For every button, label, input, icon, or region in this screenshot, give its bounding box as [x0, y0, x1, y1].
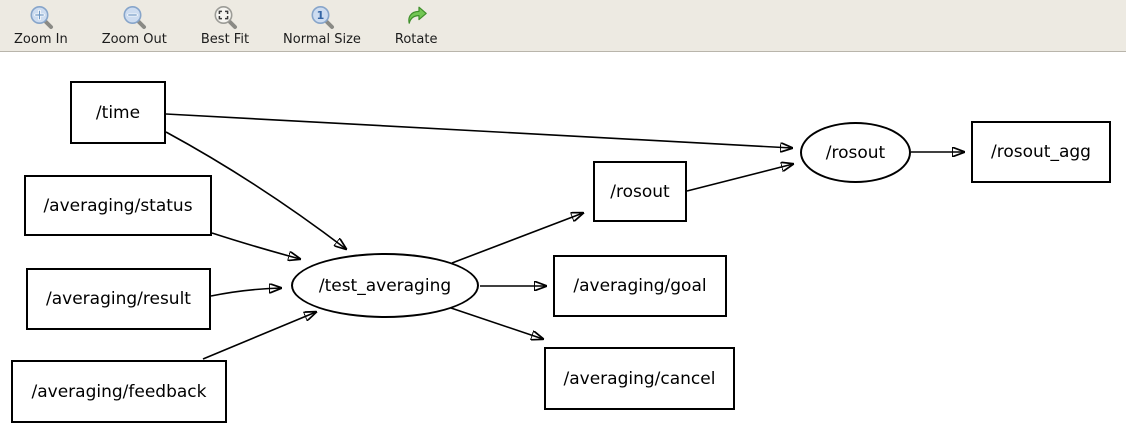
node-averaging-cancel[interactable]: /averaging/cancel: [544, 347, 735, 410]
node-averaging-result-label: /averaging/result: [46, 289, 191, 309]
edge-averaging-feedback-to-test-averaging: [202, 312, 316, 360]
node-rosout-node-label: /rosout: [825, 142, 886, 163]
rotate-label: Rotate: [394, 32, 438, 47]
node-averaging-goal-label: /averaging/goal: [573, 276, 707, 296]
edge-averaging-result-to-test-averaging: [210, 288, 281, 297]
zoom-in-label: Zoom In: [14, 32, 68, 47]
node-test-averaging-label: /test_averaging: [318, 275, 452, 296]
node-rosout-topic[interactable]: /rosout: [593, 161, 687, 222]
node-averaging-cancel-label: /averaging/cancel: [563, 368, 716, 389]
rotate-icon: [403, 3, 429, 31]
best-fit-button[interactable]: Best Fit: [191, 0, 259, 49]
zoom-out-icon: [121, 3, 147, 31]
node-time-label: /time: [95, 102, 141, 123]
zoom-in-button[interactable]: Zoom In: [4, 0, 78, 49]
node-averaging-result[interactable]: /averaging/result: [26, 268, 211, 330]
edge-rosout-topic-to-rosout-node: [686, 164, 793, 192]
edge-averaging-status-to-test-averaging: [211, 232, 300, 259]
edge-test-averaging-to-rosout-topic: [451, 213, 583, 264]
edge-test-averaging-to-averaging-cancel: [450, 307, 543, 339]
normal-size-button[interactable]: 1 Normal Size: [273, 0, 371, 49]
node-averaging-status-label: /averaging/status: [43, 195, 193, 216]
zoom-out-label: Zoom Out: [101, 32, 167, 47]
node-rosout-agg-label: /rosout_agg: [991, 142, 1091, 162]
zoom-in-icon: [28, 3, 54, 31]
node-averaging-feedback-label: /averaging/feedback: [31, 381, 207, 402]
node-rosout-agg[interactable]: /rosout_agg: [971, 121, 1111, 183]
zoom-out-button[interactable]: Zoom Out: [92, 0, 177, 49]
edge-time-to-test-averaging: [165, 131, 346, 249]
node-rosout-node[interactable]: /rosout: [800, 122, 911, 183]
node-rosout-topic-label: /rosout: [610, 181, 670, 202]
normal-size-icon: 1: [309, 3, 335, 31]
node-time[interactable]: /time: [70, 81, 166, 144]
normal-size-label: Normal Size: [283, 32, 361, 47]
toolbar: Zoom In Zoom Out Best Fit: [0, 0, 1126, 52]
edge-time-to-rosout-node: [165, 113, 792, 148]
node-averaging-goal[interactable]: /averaging/goal: [553, 255, 727, 317]
node-averaging-status[interactable]: /averaging/status: [24, 175, 212, 236]
best-fit-label: Best Fit: [200, 32, 250, 47]
node-averaging-feedback[interactable]: /averaging/feedback: [11, 360, 227, 423]
svg-text:1: 1: [317, 9, 325, 22]
rotate-button[interactable]: Rotate: [385, 0, 448, 49]
best-fit-icon: [212, 3, 238, 31]
node-test-averaging[interactable]: /test_averaging: [291, 253, 479, 318]
